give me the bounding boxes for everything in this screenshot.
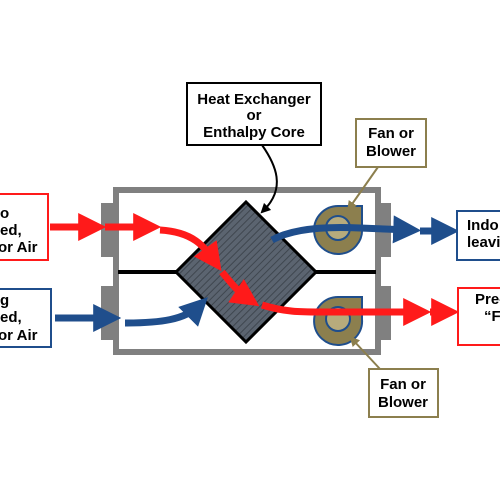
fan-bottom-label-line1: Fan or	[380, 376, 426, 393]
fan-bottom-icon	[313, 296, 364, 346]
core-label-line2: or	[247, 107, 262, 124]
exhaust-airflow-core-entry	[124, 297, 208, 327]
right-top-label-line2: leavi	[467, 234, 500, 251]
right-top-label-box	[456, 210, 500, 261]
left-bottom-label-box	[0, 288, 52, 348]
fan-top-callout-box	[355, 118, 427, 168]
fan-top-label-line1: Fan or	[368, 125, 414, 142]
left-bottom-label-line3: or Air	[0, 327, 38, 344]
right-top-label-line1: Indo	[467, 217, 499, 234]
core-label-line3: Enthalpy Core	[203, 124, 305, 141]
core-label-line1: Heat Exchanger	[197, 91, 311, 108]
exhaust-airflow-core-exit	[270, 215, 422, 244]
enclosure-box	[113, 187, 381, 355]
left-top-label-line1: o	[0, 205, 9, 222]
supply-airflow-core-entry	[159, 226, 222, 272]
right-bottom-label-line2: “F	[484, 308, 500, 325]
supply-airflow-core-exit	[260, 298, 432, 326]
left-top-label-line2: ed,	[0, 222, 22, 239]
fan-bottom-callout-pointer	[349, 336, 381, 370]
heat-exchanger-core	[173, 199, 319, 345]
right-bottom-label-line1: Pre-	[475, 291, 500, 308]
right-bottom-label-box	[457, 287, 500, 346]
left-bottom-label-line2: ed,	[0, 309, 22, 326]
supply-airflow-core-middle	[219, 269, 260, 307]
fan-bottom-callout-box	[368, 368, 439, 418]
collar-left-bottom	[101, 286, 116, 340]
left-bottom-label-line1: g	[0, 292, 9, 309]
fan-bottom-label-line2: Blower	[378, 394, 428, 411]
core-callout-box	[186, 82, 322, 146]
fan-top-label-line2: Blower	[366, 143, 416, 160]
left-top-label-line3: or Air	[0, 239, 38, 256]
fan-top-callout-pointer	[347, 166, 379, 212]
core-callout-pointer	[260, 144, 278, 214]
left-top-label-box	[0, 193, 49, 261]
